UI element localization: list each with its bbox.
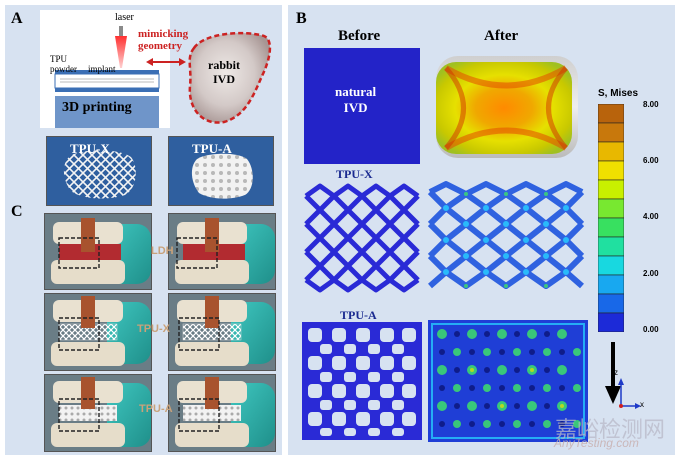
before-heading: Before bbox=[338, 28, 381, 44]
spine-photo-ldh-after bbox=[168, 213, 276, 290]
tpu-x-lattice-stress-map bbox=[427, 181, 585, 289]
axis-triad-icon bbox=[618, 378, 641, 409]
axis-z-label: z bbox=[614, 368, 618, 377]
tpu-a-scaffold-photo bbox=[168, 136, 274, 206]
tpu-a-row-label: TPU-A bbox=[340, 308, 377, 322]
tpu-a-lattice-before bbox=[302, 322, 422, 440]
legend-tick-2: 2.00 bbox=[643, 269, 659, 278]
legend-tick-8: 8.00 bbox=[643, 100, 659, 109]
legend-tick-0: 0.00 bbox=[643, 325, 659, 334]
panel-label-b: B bbox=[296, 10, 307, 27]
mimicking-geometry-label: mimicking geometry bbox=[138, 28, 189, 52]
tpu-x-row-label: TPU-X bbox=[336, 167, 373, 181]
spine-photo-ldh-before bbox=[44, 213, 152, 290]
spine-photo-tpu-a-before bbox=[44, 374, 152, 452]
tpu-x-photo-label: TPU-X bbox=[70, 141, 110, 156]
watermark-en: AnyTesting.com bbox=[554, 436, 639, 450]
legend-tick-4: 4.00 bbox=[643, 212, 659, 221]
tpu-x-arrow-label: TPU-X bbox=[137, 323, 170, 335]
tpu-a-lattice-stress-map bbox=[428, 320, 588, 442]
natural-ivd-before bbox=[304, 48, 420, 164]
tpu-a-photo-label: TPU-A bbox=[192, 141, 232, 156]
panel-label-a: A bbox=[11, 10, 23, 27]
implant-label: implant bbox=[88, 64, 116, 74]
rabbit-ivd-label: rabbit IVD bbox=[208, 58, 241, 86]
panel-label-c: C bbox=[11, 203, 23, 220]
stress-color-scale bbox=[598, 104, 624, 332]
rabbit-ivd-photo bbox=[188, 31, 272, 124]
natural-ivd-stress-map bbox=[436, 56, 578, 158]
printing-label: 3D printing bbox=[62, 100, 132, 115]
watermark-cn: 嘉峪检测网 bbox=[555, 418, 666, 443]
after-heading: After bbox=[484, 28, 519, 44]
spine-photo-tpu-x-before bbox=[44, 293, 152, 371]
printer-schematic bbox=[40, 10, 170, 128]
legend-title: S, Mises bbox=[598, 88, 639, 99]
spine-photo-tpu-a-after bbox=[168, 374, 276, 452]
tpu-x-scaffold-photo bbox=[46, 136, 152, 206]
laser-label: laser bbox=[115, 12, 134, 23]
natural-ivd-label: natural IVD bbox=[335, 84, 377, 115]
legend-tick-6: 6.00 bbox=[643, 156, 659, 165]
compression-arrow-icon bbox=[605, 342, 621, 404]
tpu-powder-label: TPU powder bbox=[50, 54, 77, 74]
tpu-a-arrow-label: TPU-A bbox=[139, 403, 173, 415]
tpu-x-lattice-before bbox=[304, 183, 420, 293]
axis-x-label: x bbox=[640, 400, 644, 409]
ldh-arrow-label: LDH bbox=[151, 245, 174, 257]
spine-photo-tpu-x-after bbox=[168, 293, 276, 371]
double-arrow-icon bbox=[146, 58, 186, 66]
